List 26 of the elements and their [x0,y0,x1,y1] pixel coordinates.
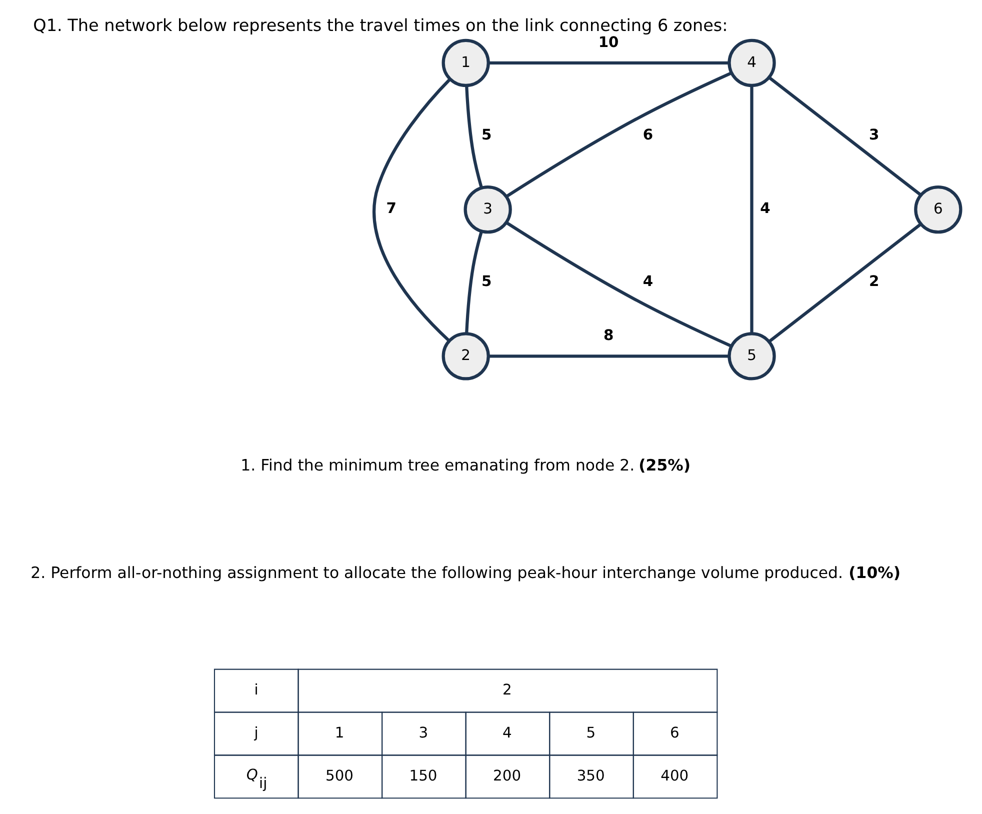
label: 350 [576,767,604,784]
label: 1 [334,724,344,742]
label: 400 [660,767,688,784]
label: 4 [502,724,512,742]
edge-label: 5 [481,126,492,144]
edge-label: 7 [386,199,396,216]
label: 2. Perform all-or-nothing assignment to allocate the following peak-hour interchange volume produced. (10%) [30,562,900,582]
edge-label: 4 [642,272,653,290]
label: 5 [586,724,596,742]
label: 500 [325,767,353,784]
diagram-title: Q1. The network below represents the travel times on the link connecting 6 zones: [32,14,728,34]
edge-label: 5 [481,272,492,290]
edge-label: 4 [760,199,770,216]
label: j [254,724,258,742]
edge-label: 10 [598,33,618,50]
label: 200 [492,767,521,784]
edge-label: 3 [868,126,879,144]
edge-label: 8 [603,326,614,344]
label: 150 [408,767,437,784]
edge-label: 2 [868,272,879,290]
label: 6 [670,724,679,742]
label: 1. Find the minimum tree emanating from node 2. (25%) [240,454,690,474]
label: 3 [418,724,428,742]
edge-label: 6 [642,126,653,144]
label: 2 [502,681,512,698]
label: i [254,681,258,698]
